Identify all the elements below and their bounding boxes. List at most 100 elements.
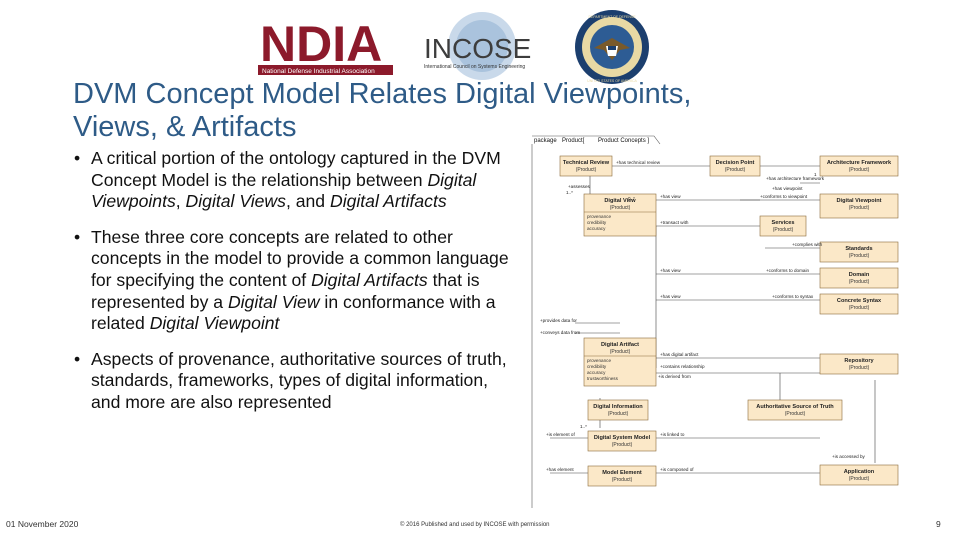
- uml-class-stereotype: (Product): [849, 305, 870, 311]
- ndia-logo: NDIA National Defense Industrial Associa…: [258, 15, 393, 77]
- uml-class-name: Model Element: [602, 470, 642, 476]
- uml-class-attribute: credibility: [587, 364, 607, 369]
- uml-class-stereotype: (Product): [849, 279, 870, 285]
- bullet-text: Aspects of provenance, authoritative sou…: [91, 349, 507, 412]
- slide-title-line-2: Views, & Artifacts: [73, 111, 297, 143]
- uml-class-attribute: provenance: [587, 358, 611, 363]
- dod-seal-logo: DEPARTMENT OF DEFENSE UNITED STATES OF A…: [572, 8, 652, 86]
- uml-association-label: +has digital artifact: [660, 352, 699, 357]
- uml-class-digital-artifact: Digital Artifact(Product) provenancecredi…: [583, 337, 657, 387]
- bullet-text-run: Aspects of provenance, authoritative sou…: [91, 348, 507, 412]
- bullet-list: • A critical portion of the ontology capt…: [74, 148, 514, 428]
- package-name: Product[: [562, 138, 585, 144]
- bullet-item: • A critical portion of the ontology capt…: [74, 148, 514, 213]
- bullet-italic-term: Digital View: [227, 291, 320, 312]
- uml-class-technical-review: Technical Review(Product): [559, 155, 613, 177]
- uml-association-label: +complies with: [792, 242, 823, 247]
- bullet-text-run: These three core concepts are related to…: [91, 226, 509, 290]
- uml-class-stereotype: (Product): [610, 349, 631, 355]
- uml-class-stereotype: (Product): [773, 227, 794, 233]
- uml-class-name: Services: [771, 220, 794, 226]
- uml-association-label: 0..*: [628, 196, 635, 201]
- uml-association-label: +has view: [660, 294, 681, 299]
- uml-association-label: 1..*: [566, 190, 573, 195]
- incose-logo-word: INCOSE: [424, 33, 531, 64]
- incose-logo-caption: International Council on Systems Enginee…: [424, 64, 525, 70]
- uml-association-label: +has view: [660, 194, 681, 199]
- uml-class-digital-system-model: Digital System Model(Product): [587, 430, 657, 452]
- uml-class-attribute: credibility: [587, 220, 607, 225]
- uml-class-stereotype: (Product): [785, 411, 806, 417]
- uml-class-name: Digital System Model: [594, 435, 651, 441]
- uml-association-label: +assesses: [568, 184, 591, 189]
- uml-association-label: +provides data for: [540, 318, 577, 323]
- uml-association-label: +conveys data from: [540, 330, 580, 335]
- uml-association-label: +is element of: [546, 432, 575, 437]
- uml-class-standards: Standards(Product): [819, 241, 899, 263]
- uml-class-stereotype: (Product): [608, 411, 629, 417]
- uml-class-concrete-syntax: Concrete Syntax(Product): [819, 293, 899, 315]
- uml-diagram: package Product[ Product Concepts ]: [520, 128, 904, 508]
- uml-class-digital-viewpoint: Digital Viewpoint(Product): [819, 193, 899, 219]
- uml-class-name: Repository: [844, 358, 874, 364]
- uml-association-label: +conforms to syntax: [772, 294, 814, 299]
- footer-page-number: 9: [936, 519, 941, 529]
- uml-class-stereotype: (Product): [849, 476, 870, 482]
- uml-class-name: Application: [844, 469, 875, 475]
- uml-class-name: Technical Review: [563, 160, 610, 166]
- uml-association-label: +has element: [546, 467, 574, 472]
- dod-seal-bottom-text: UNITED STATES OF AMERICA: [587, 79, 637, 83]
- bullet-italic-term: Digital Views: [185, 191, 286, 212]
- uml-class-stereotype: (Product): [612, 442, 633, 448]
- uml-class-name: Decision Point: [716, 160, 755, 166]
- bullet-dot-icon: •: [74, 148, 81, 168]
- uml-class-name: Digital View: [604, 198, 636, 204]
- bullet-text: These three core concepts are related to…: [91, 227, 509, 333]
- uml-class-model-element: Model Element(Product): [587, 465, 657, 487]
- uml-class-name: Authoritative Source of Truth: [756, 404, 834, 410]
- uml-class-name: Architecture Framework: [827, 160, 892, 166]
- uml-class-stereotype: (Product): [849, 205, 870, 211]
- uml-association-label: +conforms to viewpoint: [760, 194, 808, 199]
- uml-class-application: Application(Product): [819, 464, 899, 486]
- uml-association-label: +has view: [660, 268, 681, 273]
- uml-association-label: +is accessed by: [832, 454, 866, 459]
- bullet-item: • These three core concepts are related t…: [74, 227, 514, 335]
- bullet-item: • Aspects of provenance, authoritative so…: [74, 349, 514, 414]
- uml-class-stereotype: (Product): [849, 365, 870, 371]
- ndia-logo-caption: National Defense Industrial Association: [262, 68, 375, 75]
- uml-class-name: Concrete Syntax: [837, 298, 882, 304]
- bullet-italic-term: Digital Artifacts: [329, 191, 447, 212]
- uml-class-attribute: accuracy: [587, 226, 606, 231]
- uml-class-stereotype: (Product): [849, 253, 870, 259]
- dod-seal-top-text: DEPARTMENT OF DEFENSE: [588, 15, 636, 19]
- uml-class-attribute: provenance: [587, 214, 611, 219]
- uml-association-label: +is linked to: [660, 432, 685, 437]
- uml-association-label: 1..*: [580, 424, 587, 429]
- bullet-text: A critical portion of the ontology captu…: [91, 148, 501, 211]
- uml-class-stereotype: (Product): [612, 477, 633, 483]
- uml-class-digital-view: Digital View(Product) provenancecredibili…: [583, 193, 657, 237]
- uml-association-label: +contains relationship: [660, 364, 705, 369]
- uml-class-name: Digital Artifact: [601, 342, 639, 348]
- uml-class-stereotype: (Product): [610, 205, 631, 211]
- footer-copyright: © 2016 Published and used by INCOSE with…: [400, 522, 550, 528]
- footer-date: 01 November 2020: [6, 519, 79, 529]
- package-name-tail: Product Concepts ]: [598, 138, 649, 144]
- uml-association-label: +conforms to domain: [766, 268, 809, 273]
- uml-class-repository: Repository(Product): [819, 353, 899, 375]
- uml-association-label: 1: [814, 172, 817, 177]
- bullet-dot-icon: •: [74, 348, 81, 369]
- bullet-text-run: that is represented by a: [91, 269, 480, 312]
- bullet-italic-term: Digital Viewpoints: [91, 169, 477, 212]
- bullet-text-run: in conformance with a related: [91, 291, 496, 334]
- uml-association-label: +is composed of: [660, 467, 694, 472]
- uml-association-label: +has architecture framework: [766, 176, 825, 181]
- uml-class-decision-point: Decision Point(Product): [709, 155, 761, 177]
- bullet-italic-term: Digital Artifacts: [311, 269, 428, 290]
- uml-association-label: +has viewpoint: [772, 186, 803, 191]
- uml-class-stereotype: (Product): [576, 167, 597, 173]
- package-keyword: package: [534, 138, 557, 144]
- bullet-dot-icon: •: [74, 226, 81, 247]
- bullet-text-run: , and: [285, 191, 330, 212]
